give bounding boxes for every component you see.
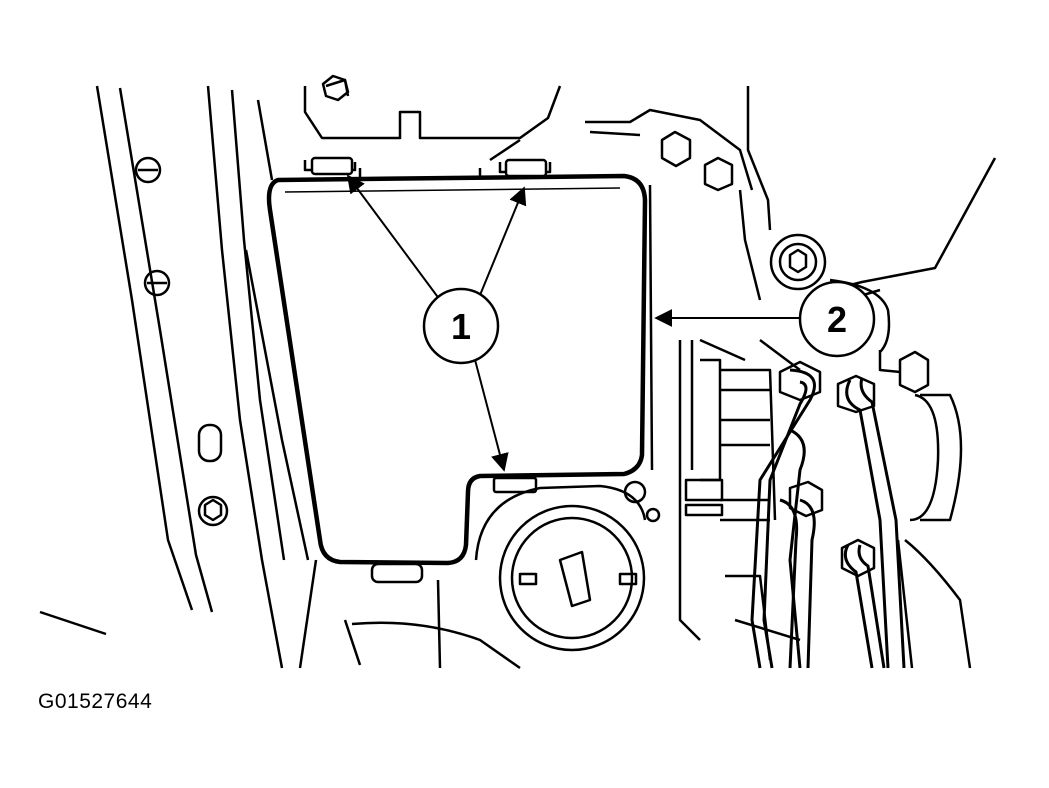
reservoir-cap <box>298 480 661 670</box>
leader-line-1c <box>473 355 509 472</box>
leader-line-1a <box>346 174 441 301</box>
callout-leaders <box>346 174 802 472</box>
callout-1-number: 1 <box>451 306 471 347</box>
module-cover <box>266 156 648 584</box>
callout-1: 1 <box>422 287 500 365</box>
right-bracket <box>585 86 997 471</box>
hydraulic-unit <box>678 278 972 669</box>
body-pillar <box>39 85 310 669</box>
callout-2-number: 2 <box>827 299 847 340</box>
figure-id-label: G01527644 <box>38 690 153 713</box>
leader-line-1b <box>477 186 527 301</box>
callout-2: 2 <box>798 280 876 358</box>
